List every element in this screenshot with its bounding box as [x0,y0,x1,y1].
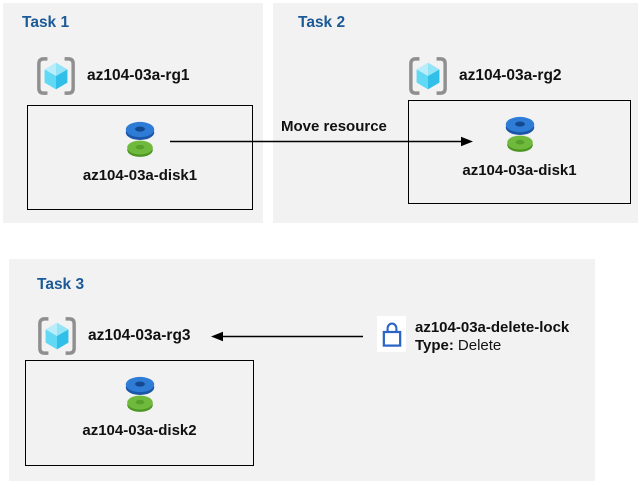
delete-lock-arrow [211,331,363,342]
lock-icon [382,322,401,347]
task1-rg-name: az104-03a-rg1 [87,67,190,84]
move-resource-arrow [170,136,473,147]
task1-disk-name: az104-03a-disk1 [82,167,198,184]
task3-panel: Task 3 az104-03a-rg3 az104-03a-disk [9,259,595,481]
resource-group-icon [38,317,76,355]
task3-rg-name: az104-03a-rg3 [88,327,191,344]
task3-title: Task 3 [37,276,85,293]
resource-group-icon [37,57,75,95]
managed-disk-icon [125,121,155,157]
task1-resource-group: az104-03a-rg1 [35,56,190,96]
delete-lock-name: az104-03a-delete-lock [415,319,570,336]
task3-resource-box: az104-03a-disk2 [25,360,254,466]
delete-lock-type-label: Type: [415,337,454,354]
task2-title: Task 2 [298,14,346,31]
move-resource-label: Move resource [281,118,387,135]
task1-title: Task 1 [22,14,70,31]
managed-disk-icon [505,116,534,152]
delete-lock-type-value: Delete [457,337,502,354]
task2-panel: Task 2 az104-03a-rg2 az104-03a-disk [273,3,638,223]
delete-lock-text: az104-03a-delete-lock Type:Delete [415,319,569,355]
delete-lock-type-line: Type:Delete [415,337,569,355]
delete-lock-icon-container [377,316,406,352]
task2-rg-name: az104-03a-rg2 [459,67,562,84]
task3-resource-group: az104-03a-rg3 [36,316,191,356]
task1-panel: Task 1 az104-03a-rg1 az104-03a-disk [3,3,263,223]
task2-resource-box: az104-03a-disk1 [408,100,631,204]
managed-disk-icon [125,376,154,412]
task1-resource-box: az104-03a-disk1 [27,105,253,210]
task2-disk-name: az104-03a-disk1 [462,162,577,179]
task2-resource-group: az104-03a-rg2 [407,56,562,96]
resource-group-icon [409,57,447,95]
task3-disk-name: az104-03a-disk2 [82,422,197,439]
